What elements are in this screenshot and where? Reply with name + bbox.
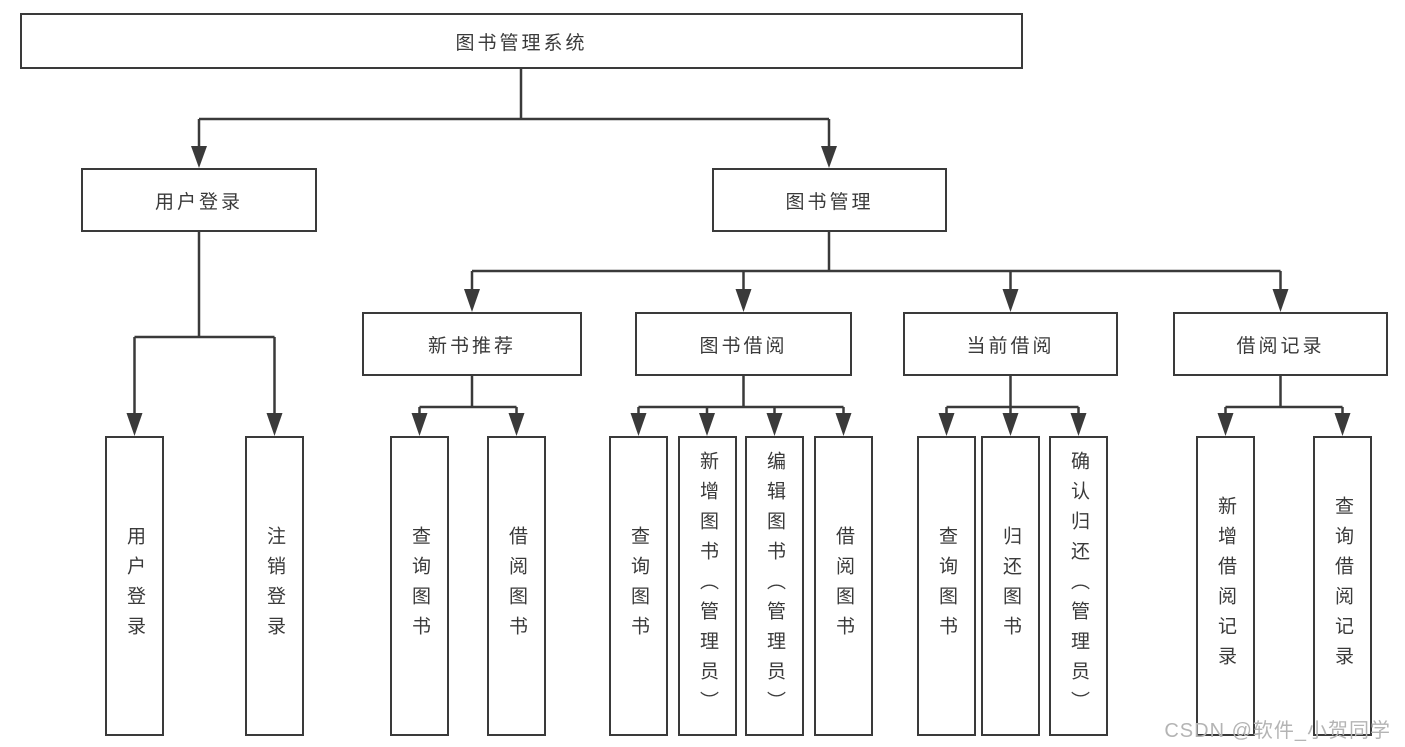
node-label: 新书推荐 bbox=[427, 335, 516, 357]
node-label: 图书借阅 bbox=[699, 335, 788, 357]
node-label: 借阅图书 bbox=[506, 526, 527, 646]
node-borrow-records: 借阅记录 bbox=[1173, 312, 1388, 376]
node-label: 借阅图书 bbox=[833, 526, 854, 646]
node-new-book-recommend: 新书推荐 bbox=[362, 312, 582, 376]
node-label: 新增图书（管理员） bbox=[697, 451, 718, 721]
node-label: 图书管理 bbox=[785, 191, 874, 213]
node-label: 确认归还（管理员） bbox=[1068, 451, 1089, 721]
leaf-borrow-query-books: 查询图书 bbox=[609, 436, 668, 736]
node-label: 当前借阅 bbox=[966, 335, 1055, 357]
node-label: 图书管理系统 bbox=[455, 32, 588, 54]
node-root: 图书管理系统 bbox=[20, 13, 1023, 69]
leaf-user-login: 用户登录 bbox=[105, 436, 164, 736]
node-book-borrow: 图书借阅 bbox=[635, 312, 852, 376]
leaf-records-add-record: 新增借阅记录 bbox=[1196, 436, 1255, 736]
node-label: 编辑图书（管理员） bbox=[764, 451, 785, 721]
node-label: 新增借阅记录 bbox=[1215, 496, 1236, 676]
node-label: 用户登录 bbox=[154, 191, 243, 213]
node-user-login: 用户登录 bbox=[81, 168, 317, 232]
node-label: 查询图书 bbox=[936, 526, 957, 646]
node-label: 借阅记录 bbox=[1236, 335, 1325, 357]
leaf-current-confirm-return-admin: 确认归还（管理员） bbox=[1049, 436, 1108, 736]
node-label: 查询图书 bbox=[409, 526, 430, 646]
node-current-borrow: 当前借阅 bbox=[903, 312, 1118, 376]
leaf-current-query-books: 查询图书 bbox=[917, 436, 976, 736]
node-label: 查询图书 bbox=[628, 526, 649, 646]
leaf-borrow-borrow-books: 借阅图书 bbox=[814, 436, 873, 736]
leaf-recommend-borrow-books: 借阅图书 bbox=[487, 436, 546, 736]
leaf-recommend-query-books: 查询图书 bbox=[390, 436, 449, 736]
node-label: 归还图书 bbox=[1000, 526, 1021, 646]
node-label: 用户登录 bbox=[124, 526, 145, 646]
csdn-watermark: CSDN @软件_小贺同学 bbox=[1164, 720, 1391, 742]
leaf-borrow-add-books-admin: 新增图书（管理员） bbox=[678, 436, 737, 736]
leaf-records-query-record: 查询借阅记录 bbox=[1313, 436, 1372, 736]
node-label: 查询借阅记录 bbox=[1332, 496, 1353, 676]
leaf-current-return-books: 归还图书 bbox=[981, 436, 1040, 736]
node-label: 注销登录 bbox=[264, 526, 285, 646]
node-book-management: 图书管理 bbox=[712, 168, 947, 232]
leaf-logout: 注销登录 bbox=[245, 436, 304, 736]
leaf-borrow-edit-books-admin: 编辑图书（管理员） bbox=[745, 436, 804, 736]
